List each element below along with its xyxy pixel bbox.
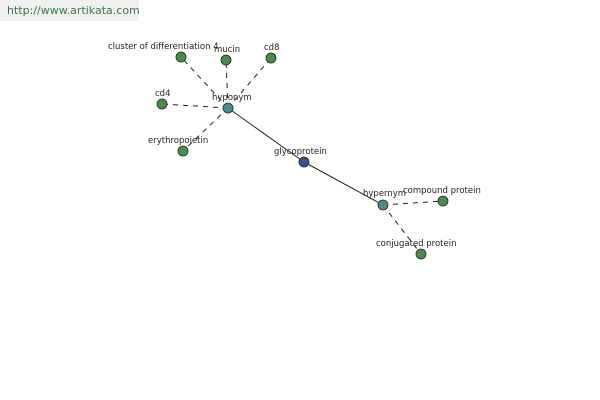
labels-layer: glycoprotein hyponym hypernym cluster of di… xyxy=(108,42,481,249)
edge-glycoprotein-to-hyponym xyxy=(227,107,305,163)
label-conjugated-protein: conjugated protein xyxy=(376,239,457,249)
node-cd4[interactable] xyxy=(156,98,168,110)
node-cd4-long[interactable] xyxy=(175,51,187,63)
label-hypernym: hypernym xyxy=(363,189,406,199)
edge-hypernym-to-conjugated-protein xyxy=(382,204,422,255)
node-erythropoietin[interactable] xyxy=(177,145,189,157)
label-compound-protein: compound protein xyxy=(403,186,481,196)
node-hyponym[interactable] xyxy=(222,102,234,114)
nodes-layer xyxy=(156,51,449,260)
edge-glycoprotein-to-hypernym xyxy=(303,161,384,206)
edge-hypernym-to-compound-protein xyxy=(382,200,444,206)
edge-hyponym-to-cd4 xyxy=(161,103,229,109)
edge-hyponym-to-mucin xyxy=(225,59,229,109)
label-glycoprotein: glycoprotein xyxy=(274,147,327,157)
label-cd8: cd8 xyxy=(264,43,279,53)
node-cd8[interactable] xyxy=(265,52,277,64)
edge-hyponym-to-erythropoietin xyxy=(182,107,229,152)
label-mucin: mucin xyxy=(214,45,240,55)
edges-layer xyxy=(161,56,444,255)
label-hyponym: hyponym xyxy=(212,93,252,103)
edge-hyponym-to-cd4-long xyxy=(180,56,229,109)
node-conjugated-protein[interactable] xyxy=(415,248,427,260)
node-hypernym[interactable] xyxy=(377,199,389,211)
source-url-banner: http://www.artikata.com xyxy=(0,0,140,21)
edge-hyponym-to-cd8 xyxy=(227,57,272,109)
node-compound-protein[interactable] xyxy=(437,195,449,207)
label-erythropoietin: erythropoietin xyxy=(148,136,208,146)
label-cd4-long: cluster of differentiation 4 xyxy=(108,42,219,52)
node-glycoprotein[interactable] xyxy=(298,156,310,168)
source-url-link[interactable]: http://www.artikata.com xyxy=(7,4,140,17)
label-cd4: cd4 xyxy=(155,89,170,99)
node-mucin[interactable] xyxy=(220,54,232,66)
